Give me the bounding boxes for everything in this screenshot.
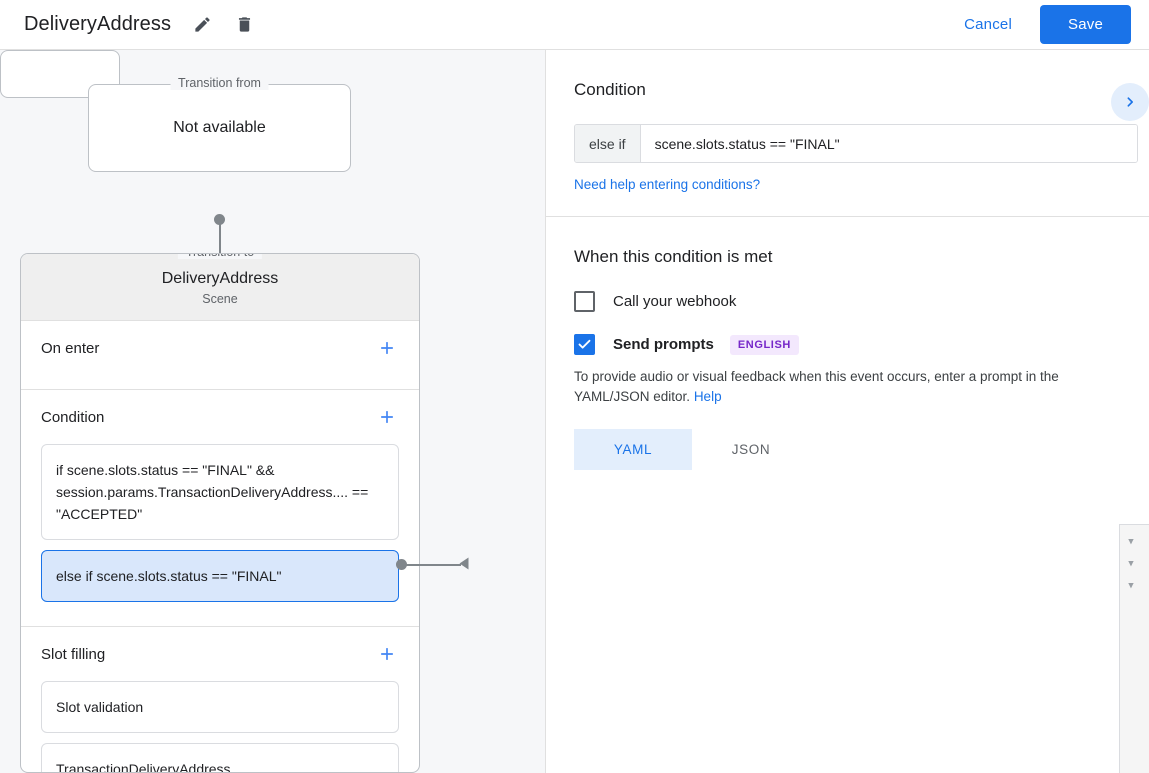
section-header-on-enter: On enter xyxy=(41,321,399,375)
scene-name: DeliveryAddress xyxy=(161,270,279,287)
panel-when-met-section: When this condition is met Call your web… xyxy=(546,217,1149,470)
fold-arrow-icon[interactable]: ▼ xyxy=(1128,581,1134,591)
plus-icon[interactable] xyxy=(375,405,399,429)
section-title-condition: Condition xyxy=(41,408,105,426)
page-title: DeliveryAddress xyxy=(24,13,172,35)
condition-expression-row: else if xyxy=(574,124,1138,163)
editor-line-number: 4 xyxy=(1142,601,1149,616)
details-panel: Condition else if Need help entering con… xyxy=(546,50,1149,773)
slot-card[interactable]: TransactionDeliveryAddress xyxy=(41,743,399,772)
prompts-description: To provide audio or visual feedback when… xyxy=(574,367,1134,407)
scene-graph-canvas[interactable]: Transition from Not available Transition… xyxy=(0,50,545,773)
when-met-heading: When this condition is met xyxy=(574,247,773,266)
call-webhook-label: Call your webhook xyxy=(613,293,737,310)
transition-to-legend: Transition to xyxy=(177,254,263,259)
editor-format-tabs: YAML JSON xyxy=(574,429,1121,470)
section-on-enter: On enter xyxy=(21,321,419,390)
section-condition: Condition if scene.slots.status == "FINA… xyxy=(21,390,419,627)
tab-yaml[interactable]: YAML xyxy=(574,429,692,470)
pencil-icon[interactable] xyxy=(191,14,213,36)
slot-card[interactable]: Slot validation xyxy=(41,681,399,733)
editor-gutter-row: 4 xyxy=(1120,597,1149,619)
app-header: DeliveryAddress Cancel Save xyxy=(0,0,1149,50)
condition-out-line xyxy=(401,564,461,566)
call-webhook-checkbox[interactable] xyxy=(574,291,595,312)
editor-line-number: 1 xyxy=(1142,535,1149,550)
transition-to-node[interactable]: Transition to DeliveryAddress Scene On e… xyxy=(20,253,420,773)
section-header-slot-filling: Slot filling xyxy=(41,627,399,681)
condition-card[interactable]: if scene.slots.status == "FINAL" && sess… xyxy=(41,444,399,540)
section-slot-filling: Slot filling Slot validation Transaction… xyxy=(21,627,419,772)
editor-gutter-row: 5 xyxy=(1120,619,1149,641)
editor-gutter-row: ▼3 xyxy=(1120,575,1149,597)
condition-prefix-label: else if xyxy=(575,125,641,162)
trash-icon[interactable] xyxy=(233,14,255,36)
transition-from-value: Not available xyxy=(173,119,266,136)
yaml-editor[interactable]: ▼1▼2▼345 candidates: - first_simple: var… xyxy=(1119,524,1149,773)
transition-from-node[interactable]: Transition from Not available xyxy=(88,76,351,172)
condition-help-link[interactable]: Need help entering conditions? xyxy=(574,177,761,192)
condition-expression-input[interactable] xyxy=(640,125,1137,162)
tab-json[interactable]: JSON xyxy=(731,442,771,457)
transition-from-legend: Transition from xyxy=(170,76,269,90)
fold-arrow-icon[interactable]: ▼ xyxy=(1128,559,1134,569)
prompts-help-link[interactable]: Help xyxy=(693,389,722,404)
section-title-on-enter: On enter xyxy=(41,339,100,357)
editor-line-number: 5 xyxy=(1142,623,1149,638)
section-header-condition: Condition xyxy=(41,390,399,444)
section-title-slot-filling: Slot filling xyxy=(41,645,106,663)
plus-icon[interactable] xyxy=(375,336,399,360)
panel-condition-heading: Condition xyxy=(574,80,646,99)
editor-line-number: 2 xyxy=(1142,557,1149,572)
scene-header: DeliveryAddress Scene xyxy=(21,254,419,321)
fold-arrow-icon[interactable]: ▼ xyxy=(1128,537,1134,547)
connector-line xyxy=(219,219,221,261)
editor-line-number: 3 xyxy=(1142,579,1149,594)
scene-type: Scene xyxy=(202,292,238,306)
language-badge: ENGLISH xyxy=(729,334,799,355)
chevron-right-icon[interactable] xyxy=(1111,83,1149,121)
send-prompts-label: Send prompts xyxy=(613,336,714,353)
send-prompts-checkbox[interactable] xyxy=(574,334,595,355)
plus-icon[interactable] xyxy=(375,642,399,666)
editor-gutter-row: ▼1 xyxy=(1120,531,1149,553)
condition-card-selected[interactable]: else if scene.slots.status == "FINAL" xyxy=(41,550,399,602)
panel-condition-section: Condition else if Need help entering con… xyxy=(546,50,1149,217)
cancel-button[interactable]: Cancel xyxy=(948,8,1028,41)
header-actions: Cancel Save xyxy=(948,5,1149,44)
prompts-description-text: To provide audio or visual feedback when… xyxy=(574,369,1059,404)
save-button[interactable]: Save xyxy=(1040,5,1131,44)
panel-divider xyxy=(545,50,546,773)
send-prompts-row: Send prompts ENGLISH xyxy=(574,334,1121,355)
editor-gutter-row: ▼2 xyxy=(1120,553,1149,575)
webhook-row: Call your webhook xyxy=(574,291,1121,312)
condition-out-arrow xyxy=(459,557,469,570)
editor-gutter: ▼1▼2▼345 xyxy=(1120,525,1149,773)
